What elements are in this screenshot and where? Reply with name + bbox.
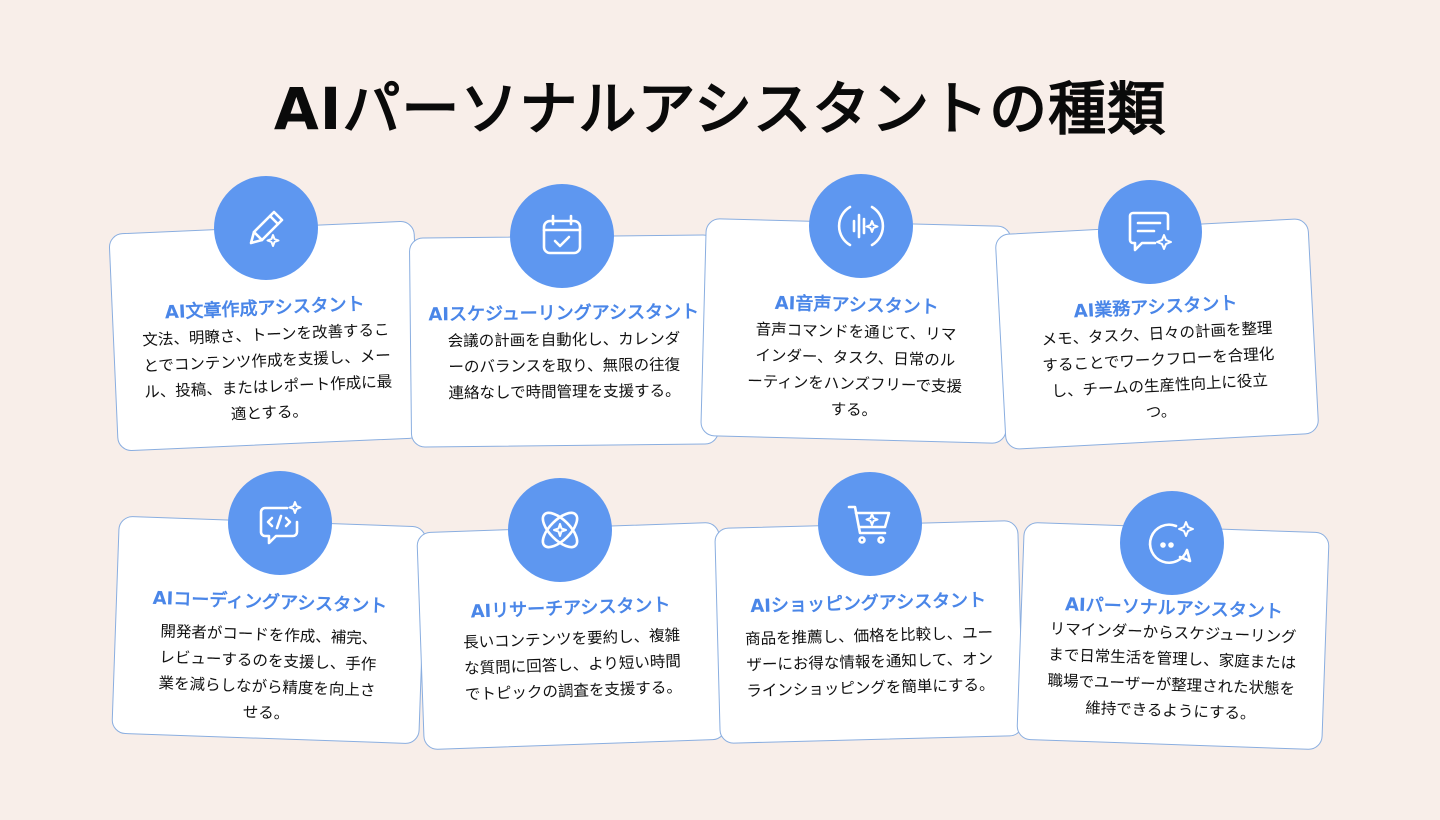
card-description: 音声コマンドを通じて、リマインダー、タスク、日常のルーティンをハンズフリーで支援… <box>746 320 963 420</box>
chat-sparkle-icon <box>1120 491 1224 595</box>
card-description: 開発者がコードを作成、補完、レビューするのを支援し、手作業を減らしながら精度を向… <box>158 622 378 723</box>
cart-sparkle-icon <box>818 472 922 576</box>
card-description: メモ、タスク、日々の計画を整理することでワークフローを合理化し、チームの生産性向… <box>1041 318 1275 422</box>
page-title: AIパーソナルアシスタントの種類 <box>273 75 1167 143</box>
card-title: AIショッピングアシスタント <box>750 589 987 618</box>
voice-wave-icon <box>809 174 913 278</box>
card-title: AIリサーチアシスタント <box>470 594 671 623</box>
card-description: 長いコンテンツを要約し、複雑な質問に回答し、より短い時間でトピックの調査を支援す… <box>462 626 683 704</box>
card-description: 文法、明瞭さ、トーンを改善することでコンテンツ作成を支援し、メール、投稿、または… <box>142 320 393 424</box>
note-sparkle-icon <box>1098 180 1202 284</box>
atom-sparkle-icon <box>508 478 612 582</box>
calendar-check-icon <box>510 184 614 288</box>
card-description: 商品を推薦し、価格を比較し、ユーザーにお得な情報を通知して、オンラインショッピン… <box>744 623 995 701</box>
pen-sparkle-icon <box>214 176 318 280</box>
card-description: 会議の計画を自動化し、カレンダーのバランスを取り、無限の往復連絡なしで時間管理を… <box>447 329 681 403</box>
card-description: リマインダーからスケジューリングまで日常生活を管理し、家庭または職場でユーザーが… <box>1047 619 1297 723</box>
code-chat-icon <box>228 471 332 575</box>
card-title: AIコーディングアシスタント <box>152 587 388 618</box>
card-title: AIスケジューリングアシスタント <box>428 301 700 326</box>
